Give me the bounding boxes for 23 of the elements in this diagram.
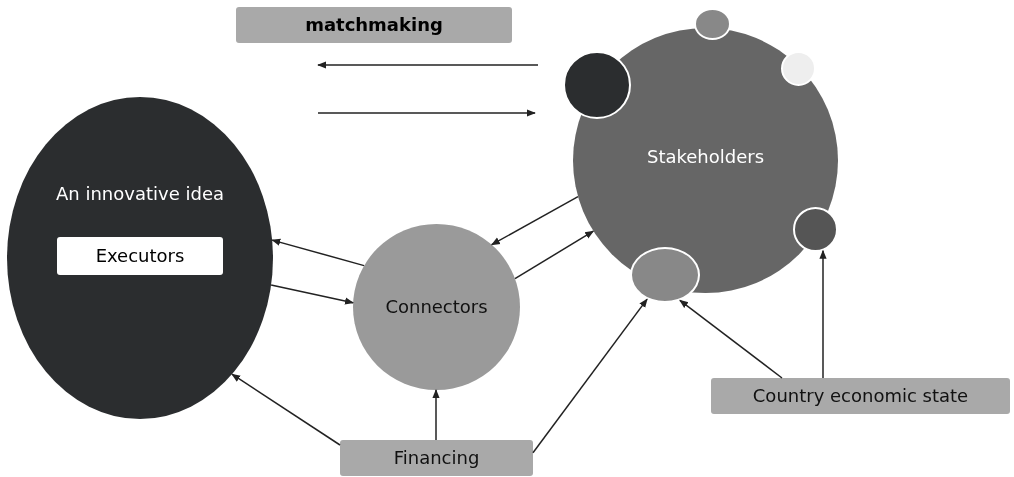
circle-shape: [781, 51, 816, 86]
arrow: [270, 284, 354, 305]
node-label: Connectors: [385, 296, 488, 318]
circle-shape: [694, 8, 731, 40]
node-label: Executors: [95, 245, 185, 267]
node-label: An innovative idea: [56, 183, 224, 205]
label-box: [236, 7, 512, 43]
arrow: [514, 230, 595, 280]
circle-shape: [793, 207, 838, 252]
label-box: [340, 440, 533, 476]
node-label: Stakeholders: [646, 146, 765, 168]
arrow: [679, 299, 783, 379]
arrow: [231, 373, 341, 446]
node-label: matchmaking: [305, 14, 443, 36]
label-box: [711, 378, 1010, 414]
node-label: Financing: [393, 447, 480, 469]
arrow: [819, 249, 827, 379]
node-label: Country economic state: [752, 385, 969, 407]
arrow: [532, 298, 648, 454]
label-box: [57, 237, 223, 275]
arrow: [432, 389, 440, 441]
arrow: [271, 238, 365, 267]
arrow: [490, 195, 579, 246]
